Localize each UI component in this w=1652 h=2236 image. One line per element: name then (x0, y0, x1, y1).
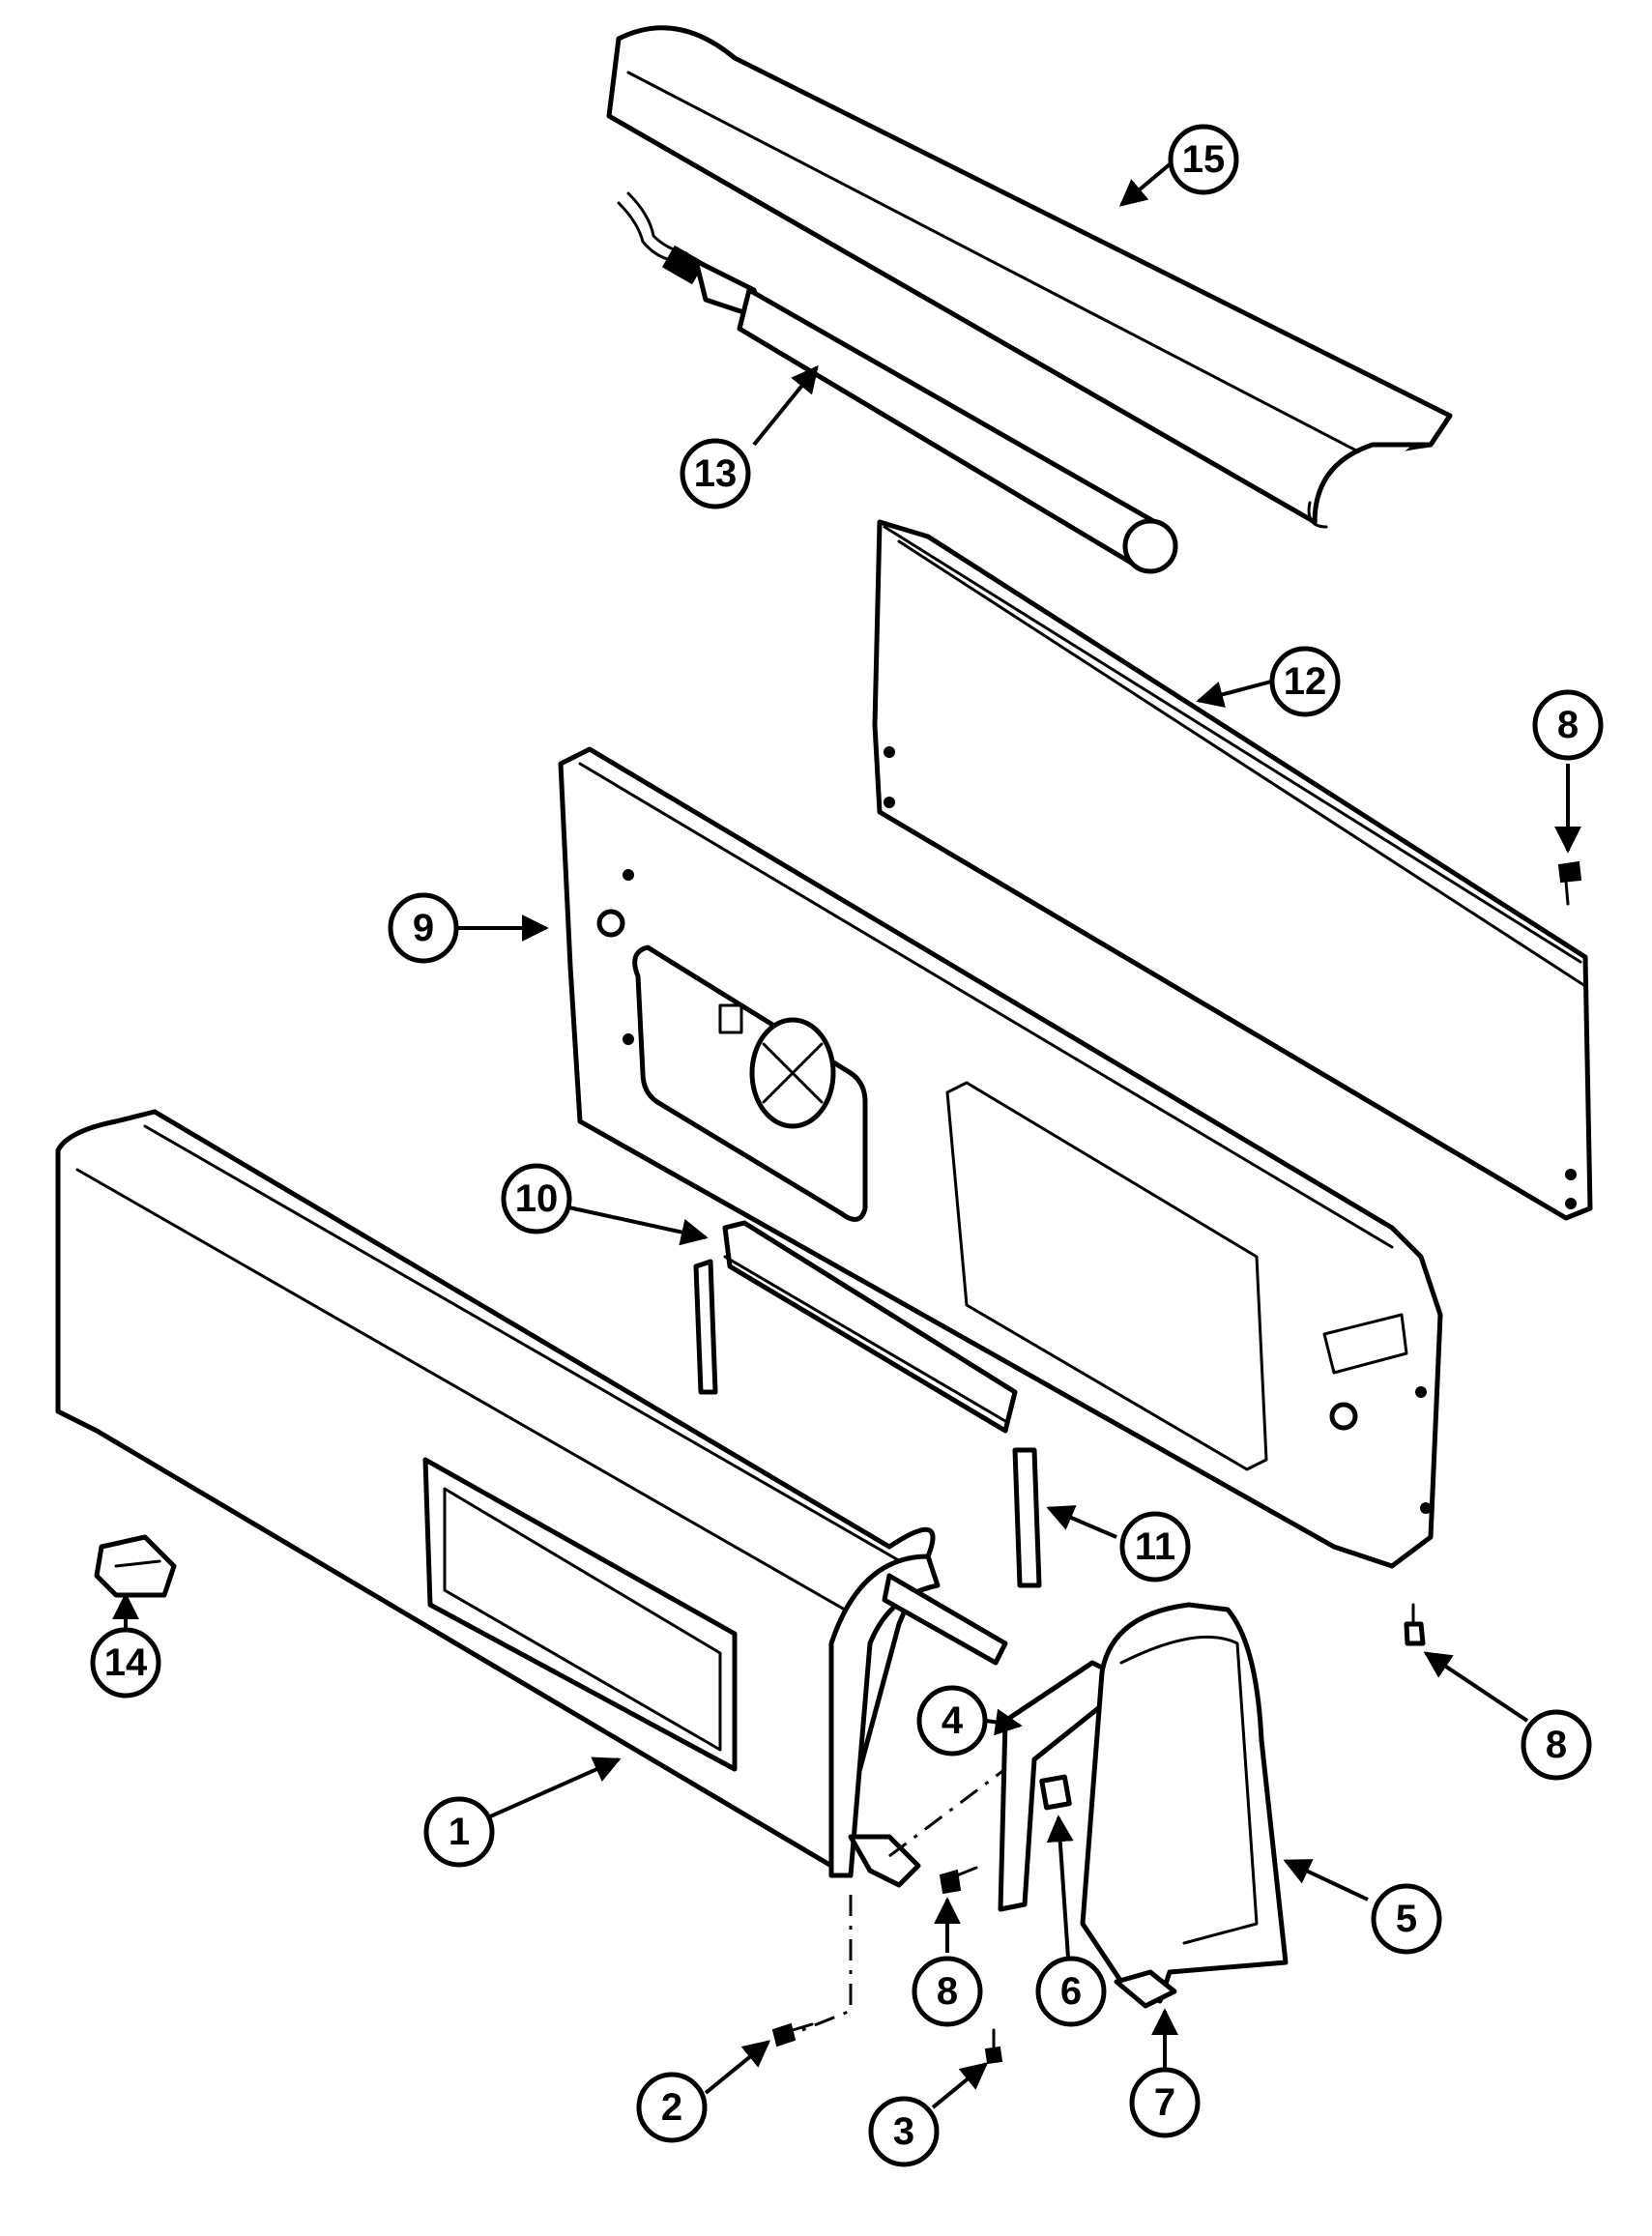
svg-text:9: 9 (413, 907, 434, 949)
callout-13: 13 (680, 438, 751, 509)
part-1-front-panel (55, 1109, 1008, 1888)
callout-14: 14 (90, 1627, 161, 1699)
callout-1: 1 (423, 1796, 495, 1868)
svg-text:2: 2 (661, 2086, 682, 2129)
callout-6: 6 (1035, 1956, 1107, 2027)
svg-text:12: 12 (1284, 660, 1327, 703)
callout-8-right: 8 (1521, 1709, 1592, 1781)
alignment-line-end-cap (888, 1767, 1006, 1858)
part-10-lens (693, 1220, 1018, 1434)
svg-text:8: 8 (1546, 1724, 1567, 1766)
callout-4: 4 (916, 1685, 988, 1757)
screw-8-top (1557, 860, 1582, 906)
screw-3 (984, 2028, 1003, 2065)
svg-text:14: 14 (104, 1641, 148, 1684)
callout-10: 10 (501, 1163, 572, 1234)
part-14-clip (94, 1534, 177, 1598)
part-9-control-backplate (558, 746, 1443, 1569)
part-12-rear-shield (872, 519, 1593, 1221)
part-13-lamp-tube (617, 191, 1178, 574)
callout-3: 3 (868, 2096, 940, 2167)
screw-2 (771, 2022, 814, 2047)
svg-text:8: 8 (1557, 704, 1579, 746)
callout-11: 11 (1119, 1511, 1191, 1583)
svg-text:6: 6 (1060, 1970, 1082, 2013)
part-7-clip (1114, 1969, 1177, 2009)
svg-text:8: 8 (937, 1970, 958, 2013)
callout-8-top: 8 (1532, 689, 1604, 761)
svg-text:5: 5 (1396, 1898, 1417, 1940)
svg-text:1: 1 (449, 1811, 470, 1853)
part-6-bracket (1039, 1774, 1072, 1811)
svg-text:13: 13 (694, 452, 738, 495)
part-5-end-cap (1080, 1602, 1289, 2004)
part-11-strip (1012, 1447, 1042, 1588)
leader-lines (112, 162, 1581, 2109)
svg-text:7: 7 (1154, 2081, 1175, 2124)
callout-12: 12 (1269, 646, 1341, 717)
part-15-top-trim (606, 25, 1453, 529)
svg-text:4: 4 (942, 1699, 964, 1742)
callout-15: 15 (1168, 124, 1239, 195)
alignment-line-front-panel (801, 1895, 853, 2032)
callout-2: 2 (636, 2072, 708, 2143)
svg-text:3: 3 (893, 2110, 914, 2153)
part-4-end-trim (998, 1660, 1115, 1912)
callout-5: 5 (1371, 1883, 1442, 1955)
callout-8-bottom: 8 (912, 1956, 983, 2027)
callout-7: 7 (1129, 2067, 1201, 2138)
svg-text:15: 15 (1182, 138, 1226, 181)
screw-8-right (1404, 1603, 1426, 1646)
callout-9: 9 (388, 892, 459, 964)
screw-8-bottom (939, 1866, 978, 1895)
svg-text:10: 10 (515, 1177, 559, 1220)
svg-text:11: 11 (1135, 1525, 1175, 1568)
